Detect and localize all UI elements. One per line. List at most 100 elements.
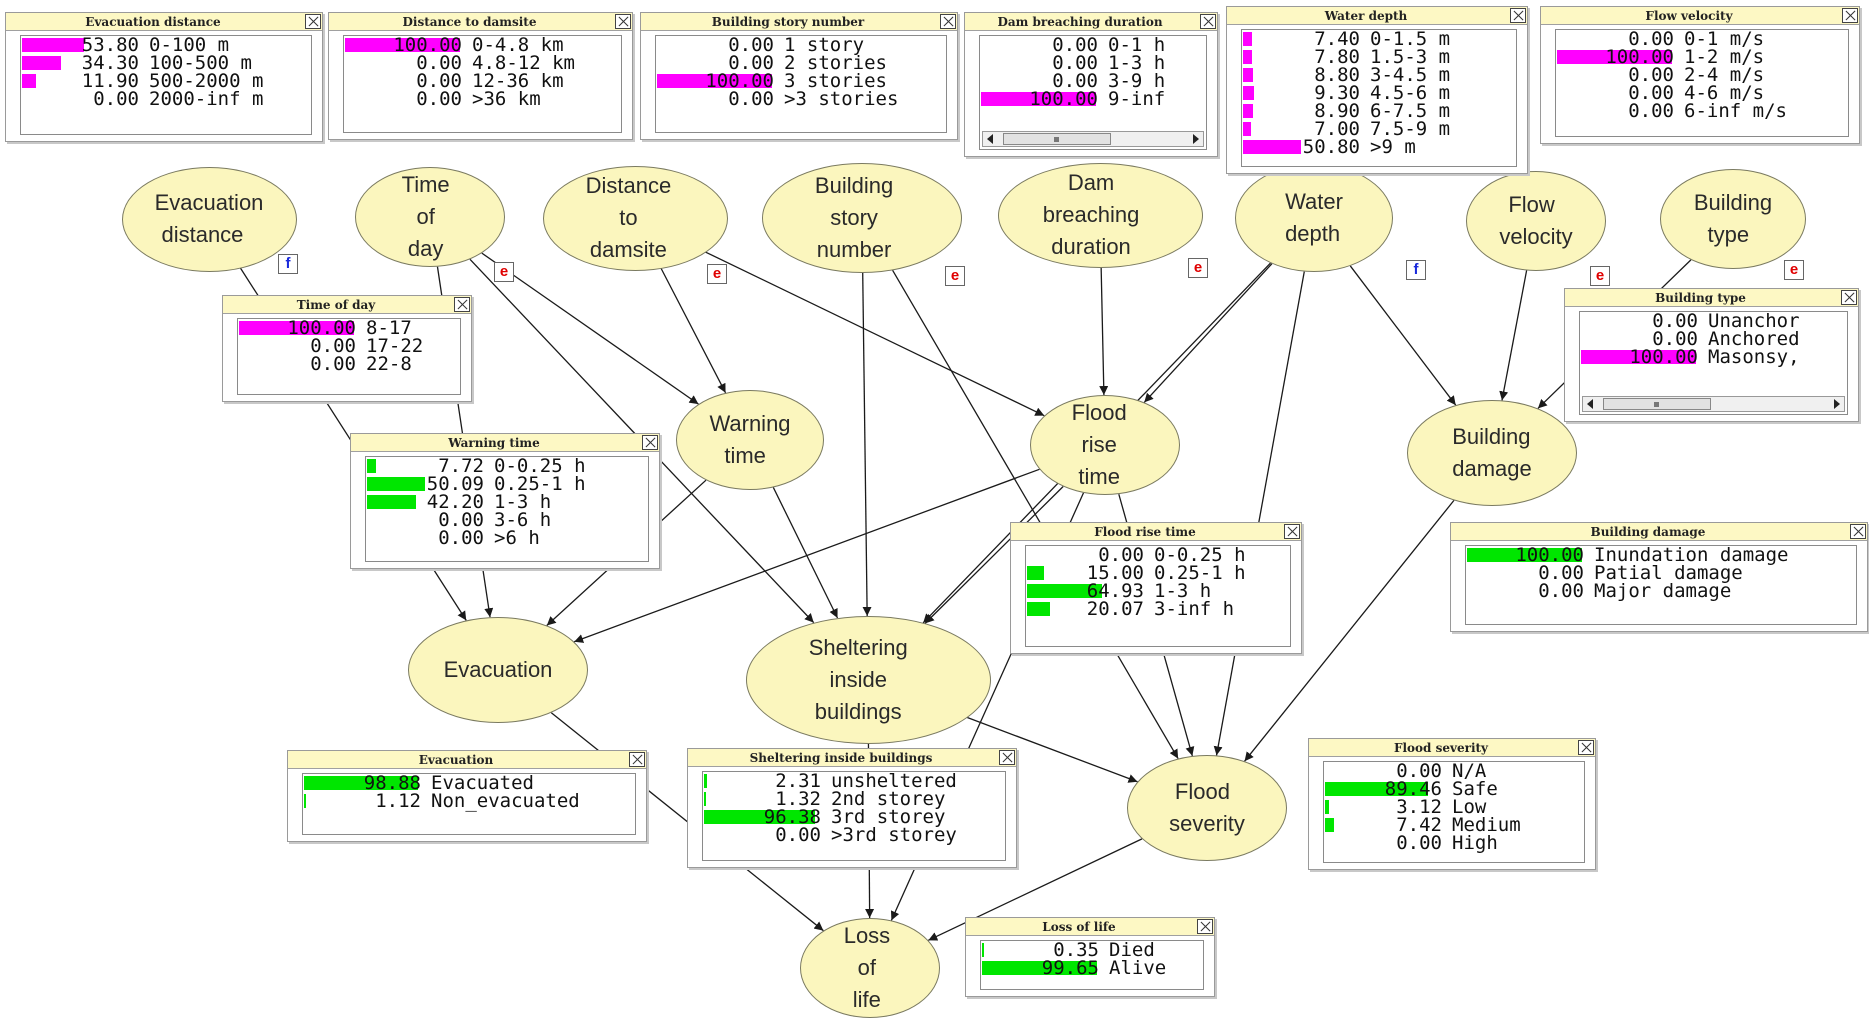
monitor-title[interactable]: Flood severity [1309, 739, 1595, 757]
close-icon[interactable] [1200, 14, 1216, 29]
probability-value: 0.00 [728, 88, 774, 110]
state-label: 4-6 m/s [1684, 82, 1765, 104]
function-badge-icon[interactable]: f [1406, 260, 1426, 280]
probability-value: 11.90 [81, 70, 139, 92]
monitor-title[interactable]: Flow velocity [1541, 7, 1859, 25]
monitor-title[interactable]: Dam breaching duration [965, 13, 1217, 31]
monitor-title[interactable]: Evacuation distance [6, 13, 322, 31]
scroll-thumb[interactable] [1603, 398, 1711, 410]
evidence-badge-icon[interactable]: e [1590, 266, 1610, 286]
close-icon[interactable] [1841, 290, 1857, 305]
monitor-title[interactable]: Loss of life [966, 918, 1214, 936]
close-icon[interactable] [1578, 740, 1594, 755]
close-icon[interactable] [454, 297, 470, 312]
monitor-title[interactable]: Distance to damsite [329, 13, 632, 31]
state-label: 3-inf h [1154, 598, 1235, 620]
node-label-line: type [1707, 222, 1750, 247]
close-icon[interactable] [940, 14, 956, 29]
close-icon[interactable] [629, 752, 645, 767]
probability-value: 7.00 [1314, 118, 1360, 140]
function-badge-icon[interactable]: f [278, 254, 298, 274]
close-icon[interactable] [1850, 524, 1866, 539]
node-evacuation[interactable]: Evacuation [408, 617, 588, 723]
monitor-title[interactable]: Time of day [223, 296, 471, 314]
state-label: 1-3 h [1154, 580, 1212, 602]
monitor-title[interactable]: Flood rise time [1011, 523, 1301, 541]
close-icon[interactable] [1284, 524, 1300, 539]
node-label-line: Building story [814, 173, 894, 231]
close-icon[interactable] [615, 14, 631, 29]
probability-value: 0.00 [438, 527, 484, 549]
close-icon[interactable] [1510, 8, 1526, 23]
evidence-badge-icon[interactable]: e [1784, 260, 1804, 280]
close-icon[interactable] [305, 14, 321, 29]
monitor-title[interactable]: Warning time [351, 434, 659, 452]
monitor-title[interactable]: Building type [1565, 289, 1858, 307]
probability-value: 20.07 [1086, 598, 1144, 620]
monitor-title[interactable]: Building damage [1451, 523, 1867, 541]
close-icon[interactable] [1842, 8, 1858, 23]
state-label: 8-17 [366, 318, 412, 339]
scroll-right-icon[interactable] [1193, 134, 1199, 144]
close-icon[interactable] [642, 435, 658, 450]
probability-value: 0.00 [1628, 100, 1674, 122]
scroll-left-icon[interactable] [987, 134, 993, 144]
evidence-badge-icon[interactable]: e [1188, 258, 1208, 278]
evidence-badge-icon[interactable]: e [945, 266, 965, 286]
horizontal-scrollbar[interactable] [1582, 396, 1845, 412]
evidence-badge-icon[interactable]: e [494, 262, 514, 282]
scroll-left-icon[interactable] [1587, 399, 1593, 409]
probability-value: 0.00 [1628, 29, 1674, 50]
scroll-thumb[interactable] [1003, 133, 1111, 145]
monitor-title[interactable]: Water depth [1227, 7, 1527, 25]
evidence-badge-icon[interactable]: e [707, 264, 727, 284]
edge-severity-to-loss [928, 838, 1143, 941]
scroll-right-icon[interactable] [1834, 399, 1840, 409]
close-icon[interactable] [1197, 919, 1213, 934]
node-label-line: Time of [401, 172, 450, 230]
monitor-title[interactable]: Evacuation [288, 751, 646, 769]
monitor-title[interactable]: Sheltering inside buildings [688, 749, 1016, 767]
probability-value: 96.38 [763, 806, 821, 828]
node-label: Evacuation [444, 654, 553, 686]
monitor-title[interactable]: Building story number [641, 13, 957, 31]
horizontal-scrollbar[interactable] [982, 131, 1204, 147]
probability-value: 0.00 [310, 335, 356, 357]
close-icon[interactable] [999, 750, 1015, 765]
probability-value: 100.00 [287, 318, 356, 339]
